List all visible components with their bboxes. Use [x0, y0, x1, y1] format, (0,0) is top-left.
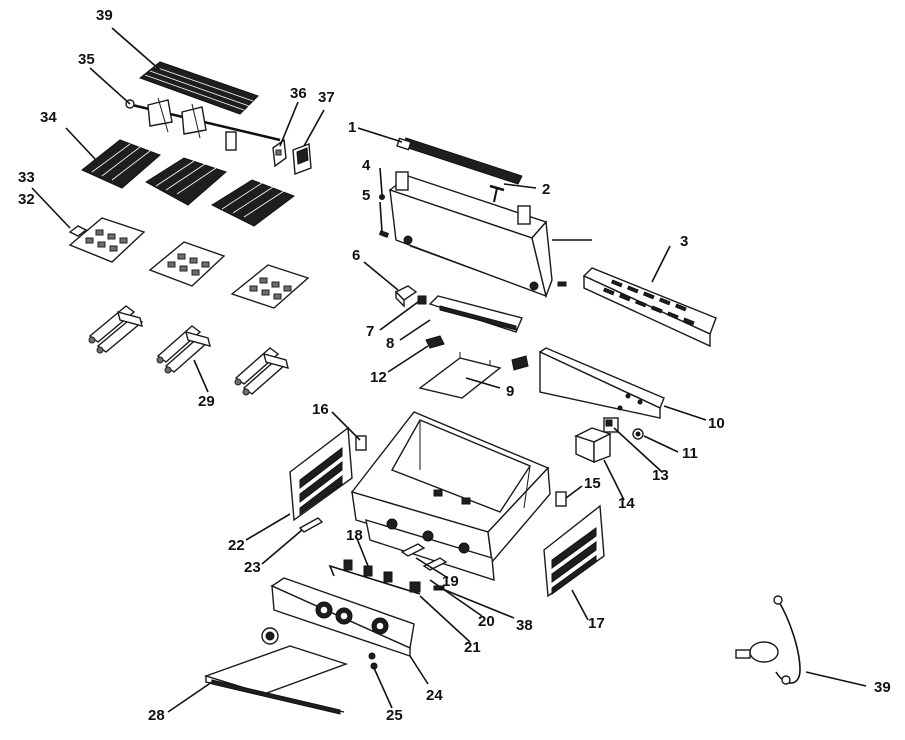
callout-17: 17 [588, 615, 605, 632]
part-gas-manifold [328, 559, 421, 595]
callout-32: 34 [40, 109, 57, 126]
callout-22: 22 [228, 537, 245, 554]
callout-31: 33 [18, 169, 35, 186]
part-right-side-panel [543, 504, 605, 598]
part-electrode-screw [489, 184, 505, 203]
callout-36: 39 [96, 7, 113, 24]
callout-3: 3 [680, 233, 688, 250]
leader-lines [31, 27, 867, 713]
callout-34: 36 [290, 85, 307, 102]
part-rotisserie-bracket [272, 138, 287, 168]
callout-38: 38 [516, 617, 533, 634]
part-side-bracket-right [555, 491, 567, 507]
part-screws [378, 194, 390, 238]
part-rotisserie-motor [292, 143, 312, 175]
callout-33: 35 [78, 51, 95, 68]
callout-9: 9 [506, 383, 514, 400]
part-firebox [350, 411, 551, 581]
callout-11: 11 [682, 445, 698, 462]
callout-24: 24 [426, 687, 443, 704]
callout-25: 25 [386, 707, 403, 724]
callout-18: 18 [346, 527, 363, 544]
callout-labels: 39 35 34 33 32 36 37 1 2 4 5 3 6 7 8 12 … [18, 7, 891, 724]
callout-16: 16 [312, 401, 329, 418]
callout-8: 8 [386, 335, 394, 352]
callout-29: 29 [198, 393, 215, 410]
part-clip [417, 295, 427, 305]
part-drip-tray [203, 645, 349, 715]
callout-23: 23 [244, 559, 261, 576]
callout-28: 28 [148, 707, 165, 724]
callout-12: 12 [370, 369, 387, 386]
callout-2: 2 [542, 181, 550, 198]
callout-21: 21 [464, 639, 481, 656]
callout-19: 19 [442, 573, 459, 590]
part-rear-heat-shield [557, 267, 717, 348]
part-rotisserie-spit [125, 97, 281, 151]
callout-5: 5 [362, 187, 370, 204]
part-warming-rack [138, 61, 259, 115]
part-flame-tamers [68, 217, 310, 309]
part-control-panel [270, 577, 415, 657]
callout-14: 14 [618, 495, 635, 512]
part-ignitor-electrode [68, 225, 88, 237]
callout-15: 15 [584, 475, 601, 492]
callout-10: 10 [708, 415, 725, 432]
part-nut [632, 428, 644, 440]
callout-1: 1 [348, 119, 356, 136]
part-cooking-grates [81, 139, 296, 227]
part-rear-panel [538, 347, 665, 419]
part-left-side-panel [289, 426, 353, 522]
callout-20: 20 [478, 613, 495, 630]
callout-4: 4 [362, 157, 371, 174]
part-bar [298, 517, 324, 533]
callout-30: 32 [18, 191, 35, 208]
part-back-panel [388, 171, 553, 299]
part-burners [88, 305, 289, 396]
callout-6: 6 [352, 247, 360, 264]
part-bracket [425, 335, 529, 371]
part-side-rotisserie-burner [428, 295, 523, 333]
callout-35: 37 [318, 89, 335, 106]
part-regulator-hose [735, 595, 801, 685]
callout-37: 39 [874, 679, 891, 696]
part-battery-box [574, 427, 612, 464]
part-heat-deflector [418, 352, 502, 399]
part-rotisserie-burner [396, 137, 523, 185]
callout-13: 13 [652, 467, 669, 484]
part-igniter-module [394, 285, 418, 308]
part-knob-screws [368, 652, 378, 670]
part-control-knob [261, 627, 279, 645]
callout-7: 7 [366, 323, 374, 340]
part-side-bracket-left [355, 435, 367, 451]
